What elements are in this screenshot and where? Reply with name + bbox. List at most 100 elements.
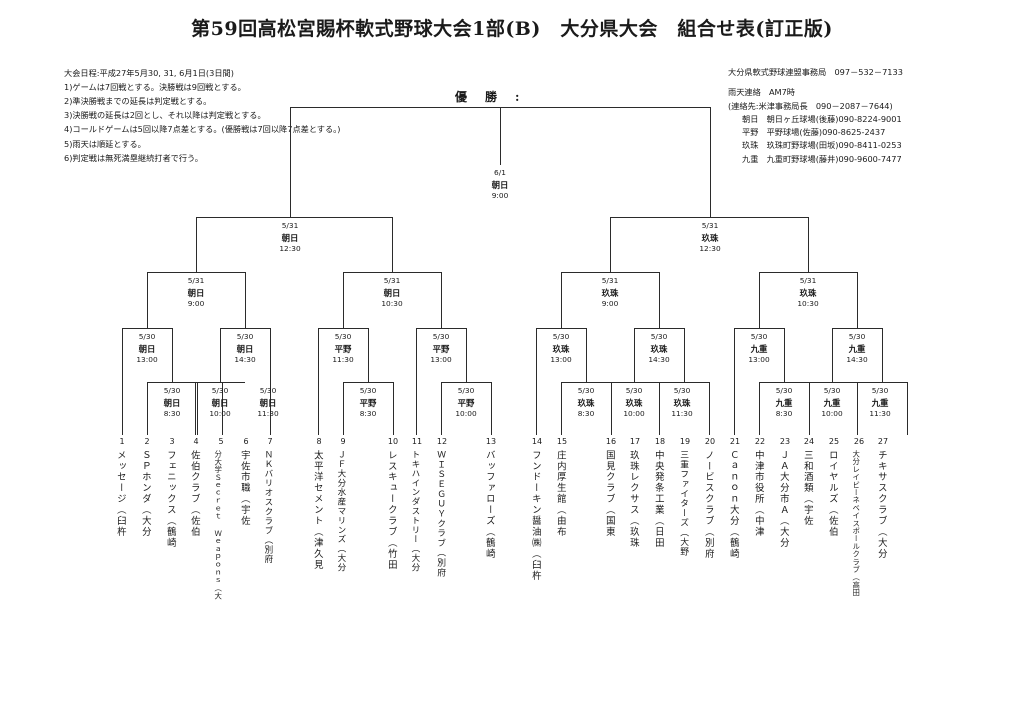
match-place: 九重 bbox=[848, 343, 866, 354]
match-date: 5/30 bbox=[359, 386, 377, 395]
team-name: ＪＡ大分市Ａ（大分 bbox=[777, 450, 789, 549]
match-round16-4: 5/30 平野 13:00 bbox=[411, 332, 471, 366]
match-quarterfinal-2: 5/31 朝日 10:30 bbox=[362, 276, 422, 310]
r16-5-crossbar bbox=[536, 328, 586, 329]
match-quarterfinal-4: 5/31 玖珠 10:30 bbox=[778, 276, 838, 310]
seed-number: 23 bbox=[779, 437, 791, 446]
leg-r1-8-stem bbox=[784, 328, 785, 382]
match-date: 5/30 bbox=[138, 332, 156, 341]
match-time: 9:00 bbox=[491, 190, 509, 200]
match-round16-8: 5/30 九重 14:30 bbox=[827, 332, 887, 366]
seed-number: 26 bbox=[853, 437, 865, 446]
team-name: 分大学Ｓｅｃｒｅｔ Ｗｅａｐｏｎｓ（大 bbox=[213, 450, 223, 600]
r1-7-crossbar bbox=[659, 382, 709, 383]
leg-seed-12 bbox=[441, 382, 442, 435]
team-name: 宇佐市職（宇佐 bbox=[238, 450, 250, 527]
match-semifinal-left: 5/31 朝日 12:30 bbox=[260, 221, 320, 255]
match-date: 6/1 bbox=[494, 168, 506, 177]
r1-4-crossbar bbox=[441, 382, 491, 383]
leg-seed-11 bbox=[416, 328, 417, 435]
venue-contact: 朝日 朝日ヶ丘球場(後藤)090-8224-9001 bbox=[742, 113, 902, 124]
match-date: 5/30 bbox=[552, 332, 570, 341]
leg-r1-10-stem bbox=[882, 328, 883, 382]
match-date: 5/30 bbox=[259, 386, 277, 395]
r16-3-stem bbox=[343, 272, 344, 328]
match-date: 5/30 bbox=[577, 386, 595, 395]
match-place: 九重 bbox=[750, 343, 768, 354]
note-line: 5)雨天は順延とする。 bbox=[64, 138, 146, 149]
match-time: 11:30 bbox=[332, 354, 354, 364]
match-place: 玖珠 bbox=[799, 287, 817, 298]
r16-1-stem bbox=[147, 272, 148, 328]
r1-2-crossbar bbox=[195, 382, 245, 383]
match-time: 8:30 bbox=[163, 408, 181, 418]
note-line: 大会日程:平成27年5月30, 31, 6月1日(3日間) bbox=[64, 68, 234, 78]
match-quarterfinal-1: 5/31 朝日 9:00 bbox=[166, 276, 226, 310]
match-place: 平野 bbox=[359, 397, 377, 408]
match-time: 11:30 bbox=[869, 408, 891, 418]
team-name: ＷＩＳＥＧＵＹクラブ（別府 bbox=[435, 450, 446, 578]
match-round16-5: 5/30 玖珠 13:00 bbox=[531, 332, 591, 366]
match-time: 12:30 bbox=[279, 243, 301, 253]
seed-number: 2 bbox=[144, 437, 150, 446]
semi-left-crossbar bbox=[196, 217, 392, 218]
match-place: 朝日 bbox=[281, 232, 299, 243]
match-date: 5/30 bbox=[750, 332, 768, 341]
match-date: 5/30 bbox=[211, 386, 229, 395]
secretary-contact: (連絡先:米津事務局長 090－2087－7644) bbox=[728, 100, 893, 111]
leg-seed-4 bbox=[195, 382, 196, 435]
qf2-crossbar bbox=[343, 272, 441, 273]
note-line: 6)判定戦は無死満塁継続打者で行う。 bbox=[64, 152, 203, 163]
match-date: 5/31 bbox=[601, 276, 619, 285]
match-date: 5/30 bbox=[650, 332, 668, 341]
note-line: 3)決勝戦の延長は2回とし、それ以降は判定戦とする。 bbox=[64, 110, 266, 121]
weather-contact: 雨天連絡 AM7時 bbox=[728, 87, 795, 98]
match-date: 5/30 bbox=[432, 332, 450, 341]
match-time: 10:00 bbox=[623, 408, 645, 418]
match-round16-3: 5/30 平野 11:30 bbox=[313, 332, 373, 366]
match-date: 5/30 bbox=[625, 386, 643, 395]
match-place: 朝日 bbox=[138, 343, 156, 354]
spacer bbox=[728, 79, 1018, 86]
match-round16-6: 5/30 玖珠 14:30 bbox=[629, 332, 689, 366]
match-place: 玖珠 bbox=[577, 397, 595, 408]
match-time: 14:30 bbox=[648, 354, 670, 364]
note-line: 1)ゲームは7回戦とする。決勝戦は9回戦とする。 bbox=[64, 82, 246, 93]
leg-seed-1 bbox=[122, 328, 123, 435]
venue-contact: 玖珠 玖珠町野球場(田坂)090-8411-0253 bbox=[742, 140, 902, 151]
match-place: 九重 bbox=[871, 397, 889, 408]
qf2-stem bbox=[392, 217, 393, 272]
match-round1-5: 5/30 平野 10:00 bbox=[446, 386, 486, 420]
leg-seed-7 bbox=[270, 328, 271, 435]
leg-seed-15 bbox=[561, 382, 562, 435]
r16-7-crossbar bbox=[734, 328, 784, 329]
leg-seed-25 bbox=[857, 382, 858, 435]
team-name: 大分レイビーネベイスボールクラブ（高田 bbox=[851, 450, 861, 597]
match-date: 5/30 bbox=[848, 332, 866, 341]
leg-seed-13 bbox=[491, 382, 492, 435]
seed-number: 20 bbox=[704, 437, 716, 446]
team-name: 庄内厚生館（由布 bbox=[554, 450, 566, 538]
leg-seed-23 bbox=[809, 382, 810, 435]
seed-number: 9 bbox=[340, 437, 346, 446]
match-round1-8: 5/30 玖珠 11:30 bbox=[662, 386, 702, 420]
r16-4-stem bbox=[441, 272, 442, 328]
match-place: 玖珠 bbox=[601, 287, 619, 298]
semi-right-crossbar bbox=[610, 217, 808, 218]
match-place: 朝日 bbox=[163, 397, 181, 408]
qf3-crossbar bbox=[561, 272, 659, 273]
leg-seed-22 bbox=[759, 382, 760, 435]
seed-number: 12 bbox=[436, 437, 448, 446]
match-quarterfinal-3: 5/31 玖珠 9:00 bbox=[580, 276, 640, 310]
team-name: 中津市役所（中津 bbox=[752, 450, 764, 538]
leg-seed-3 bbox=[197, 382, 198, 435]
match-place: 平野 bbox=[334, 343, 352, 354]
seed-number: 4 bbox=[193, 437, 199, 446]
federation-office: 大分県軟式野球連盟事務局 097－532－7133 bbox=[728, 67, 903, 77]
match-time: 11:30 bbox=[671, 408, 693, 418]
r16-8-crossbar bbox=[832, 328, 882, 329]
r16-6-crossbar bbox=[634, 328, 684, 329]
match-final: 6/1 朝日 9:00 bbox=[470, 168, 530, 202]
leg-seed-2 bbox=[147, 382, 148, 435]
